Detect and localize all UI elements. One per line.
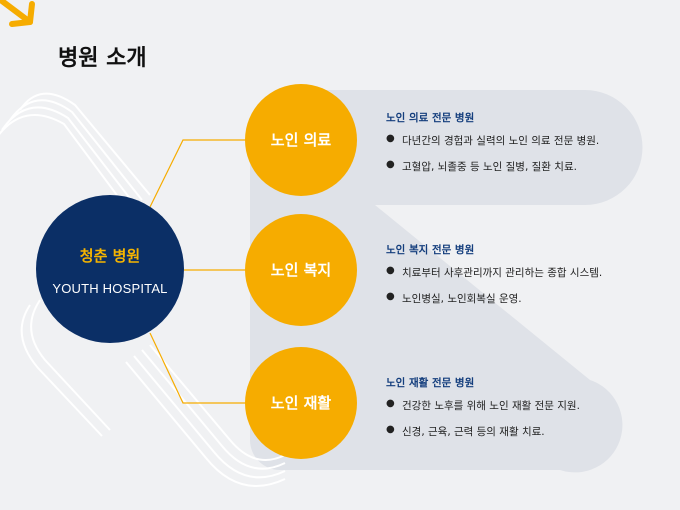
- decor-lines: [0, 92, 286, 487]
- service-info-welfare: 노인 복지 전문 병원 ● 치료부터 사후관리까지 관리하는 종합 시스템. ● 노…: [386, 242, 602, 317]
- bullet-item: ● 고혈압, 뇌졸중 등 노인 질병, 질환 치료.: [386, 159, 599, 174]
- service-heading: 노인 의료 전문 병원: [386, 112, 475, 124]
- bullet-dot-icon: ●: [386, 159, 395, 170]
- bullet-dot-icon: ●: [386, 133, 395, 144]
- hospital-name: 청춘 병원: [79, 247, 141, 265]
- bullet-text: 고혈압, 뇌졸중 등 노인 질병, 질환 치료.: [402, 161, 577, 173]
- bullet-item: ● 신경, 근육, 근력 등의 재활 치료.: [386, 424, 580, 439]
- hospital-circle: 청춘 병원 YOUTH HOSPITAL: [36, 195, 184, 343]
- bullet-dot-icon: ●: [386, 265, 395, 276]
- bullet-item: ● 치료부터 사후관리까지 관리하는 종합 시스템.: [386, 265, 602, 280]
- bullet-item: ● 건강한 노후를 위해 노인 재활 전문 지원.: [386, 398, 580, 413]
- bullet-dot-icon: ●: [386, 291, 395, 302]
- bullet-item: ● 다년간의 경험과 실력의 노인 의료 전문 병원.: [386, 133, 599, 148]
- connectors: [149, 139, 246, 404]
- service-circle-medical: 노인 의료: [245, 84, 357, 196]
- service-circle-rehab: 노인 재활: [245, 347, 357, 459]
- arrow-down-right-icon: [0, 0, 35, 27]
- bullet-text: 노인병실, 노인회복실 운영.: [402, 293, 522, 305]
- connector-rehab: [149, 332, 246, 404]
- service-info-rehab: 노인 재활 전문 병원 ● 건강한 노후를 위해 노인 재활 전문 지원. ● 신경…: [386, 375, 580, 450]
- service-heading: 노인 재활 전문 병원: [386, 377, 475, 389]
- bullet-text: 치료부터 사후관리까지 관리하는 종합 시스템.: [402, 267, 603, 279]
- hospital-subtitle: YOUTH HOSPITAL: [52, 281, 168, 296]
- bullet-text: 다년간의 경험과 실력의 노인 의료 전문 병원.: [402, 135, 600, 147]
- page-title: 병원 소개: [58, 46, 147, 71]
- bullet-text: 건강한 노후를 위해 노인 재활 전문 지원.: [402, 400, 580, 412]
- bullet-item: ● 노인병실, 노인회복실 운영.: [386, 291, 602, 306]
- service-circle-welfare: 노인 복지: [245, 214, 357, 326]
- bullet-text: 신경, 근육, 근력 등의 재활 치료.: [402, 426, 545, 438]
- bullet-dot-icon: ●: [386, 398, 395, 409]
- bullet-dot-icon: ●: [386, 424, 395, 435]
- service-info-medical: 노인 의료 전문 병원 ● 다년간의 경험과 실력의 노인 의료 전문 병원. ●…: [386, 110, 599, 185]
- connector-medical: [149, 139, 246, 208]
- service-heading: 노인 복지 전문 병원: [386, 244, 475, 256]
